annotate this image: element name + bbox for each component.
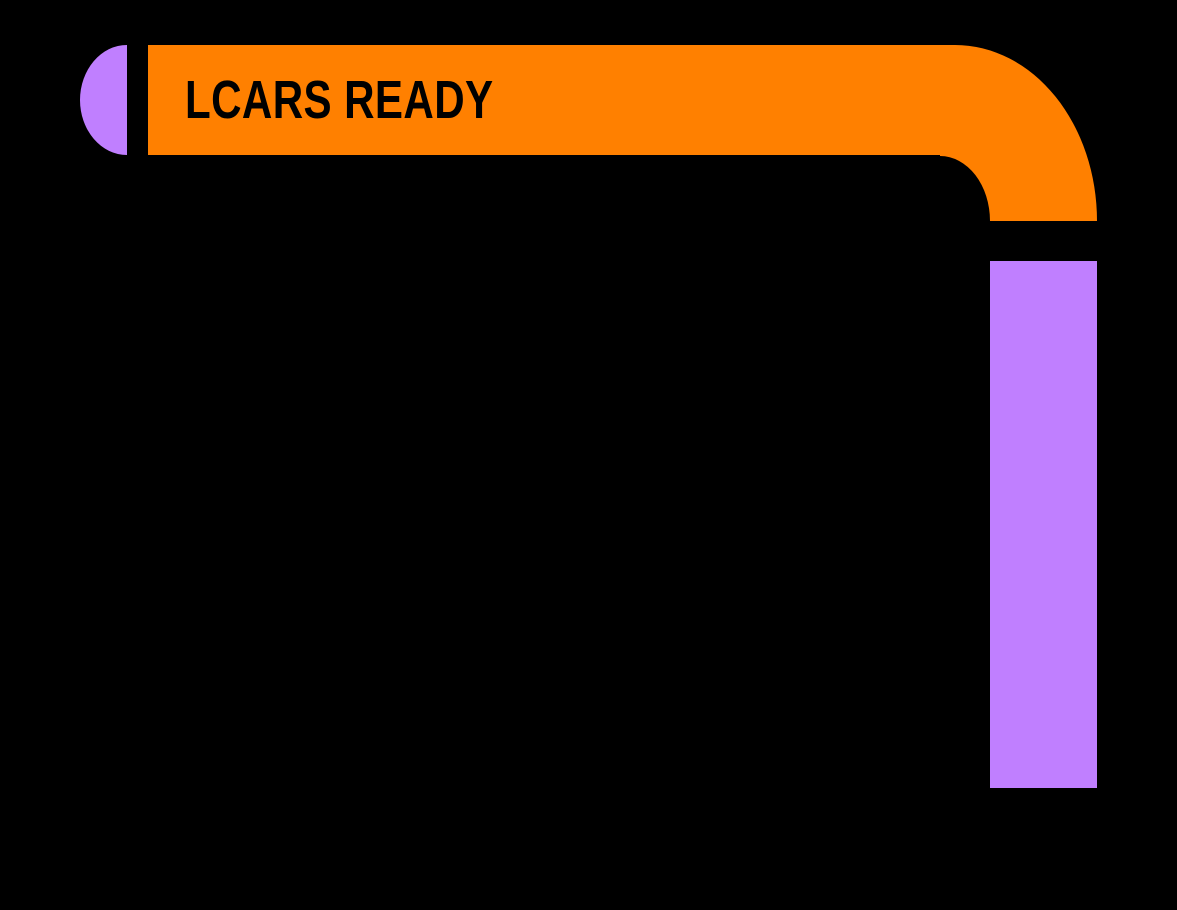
header-elbow <box>940 45 1097 221</box>
page-title: LCARS READY <box>185 70 494 130</box>
header-endcap[interactable] <box>80 45 127 155</box>
sidebar-bar[interactable] <box>990 261 1097 788</box>
main-viewport <box>0 170 975 790</box>
elbow-shape-icon <box>940 45 1097 221</box>
header-bar[interactable]: LCARS READY <box>148 45 955 155</box>
